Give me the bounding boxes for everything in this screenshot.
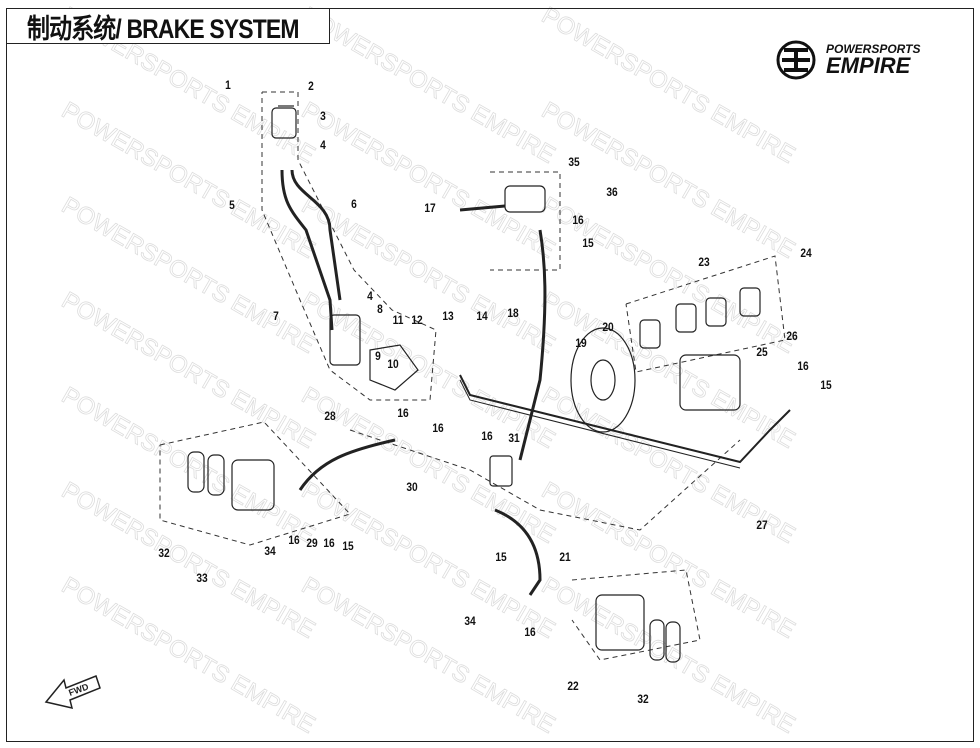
callout-31: 31	[508, 431, 520, 445]
callout-2: 2	[308, 79, 314, 93]
callout-30: 30	[406, 480, 418, 494]
front-master-cylinder	[329, 314, 361, 366]
callout-22: 22	[567, 679, 579, 693]
title-box: 制动系统/ BRAKE SYSTEM	[6, 8, 330, 44]
callout-36: 36	[606, 185, 618, 199]
callout-9: 9	[375, 349, 381, 363]
callout-32: 32	[158, 546, 170, 560]
reservoir	[271, 107, 297, 139]
callout-6: 6	[351, 197, 357, 211]
rear-master-group-outline	[490, 171, 561, 271]
callout-3: 3	[320, 109, 326, 123]
callout-1: 1	[225, 78, 231, 92]
rear-right-caliper-group-outline	[571, 569, 701, 661]
rear-brake-lever	[459, 204, 506, 212]
callout-33: 33	[196, 571, 208, 585]
callout-5: 5	[229, 198, 235, 212]
brake-line-long	[459, 374, 791, 464]
logo-line2: EMPIRE	[826, 53, 911, 78]
brake-pads-right	[649, 619, 681, 663]
callout-12: 12	[411, 313, 423, 327]
empire-emblem-icon	[776, 40, 816, 80]
hose-21	[494, 508, 542, 596]
callout-17: 17	[424, 201, 436, 215]
left-caliper-group-outline	[159, 421, 351, 546]
brake-lever-bracket	[369, 344, 419, 391]
callout-4: 4	[367, 289, 373, 303]
callout-19: 19	[575, 336, 587, 350]
callout-7: 7	[273, 309, 279, 323]
callout-28: 28	[324, 409, 336, 423]
junction-block	[489, 455, 513, 487]
brake-disc-hub	[590, 359, 616, 401]
callout-34: 34	[264, 544, 276, 558]
pads-group-outline	[625, 255, 786, 373]
callout-32: 32	[637, 692, 649, 706]
callout-34: 34	[464, 614, 476, 628]
callout-23: 23	[698, 255, 710, 269]
brake-pads-left	[187, 451, 225, 496]
callout-26: 26	[786, 329, 798, 343]
line-group-outline	[349, 429, 741, 531]
caliper-right-lower	[595, 594, 645, 651]
callout-29: 29	[306, 536, 318, 550]
callout-15: 15	[582, 236, 594, 250]
caliper-left	[231, 459, 275, 511]
hose-6	[290, 169, 342, 301]
hose-5	[280, 169, 334, 331]
brand-logo: POWERSPORTS EMPIRE	[772, 40, 920, 80]
callout-35: 35	[568, 155, 580, 169]
page-title: 制动系统/ BRAKE SYSTEM	[27, 13, 299, 44]
callout-16: 16	[323, 536, 335, 550]
callout-18: 18	[507, 306, 519, 320]
callout-25: 25	[756, 345, 768, 359]
logo-line1: POWERSPORTS	[826, 42, 921, 56]
brake-disc	[570, 327, 636, 433]
brake-line-long-lower	[459, 379, 741, 469]
callout-27: 27	[756, 518, 768, 532]
callout-15: 15	[495, 550, 507, 564]
callout-24: 24	[800, 246, 812, 260]
callout-21: 21	[559, 550, 571, 564]
callout-8: 8	[377, 302, 383, 316]
callout-16: 16	[432, 421, 444, 435]
hose-18	[518, 229, 547, 461]
callout-16: 16	[481, 429, 493, 443]
caliper-right-upper	[679, 354, 741, 411]
callout-16: 16	[572, 213, 584, 227]
callout-11: 11	[392, 313, 404, 327]
callout-16: 16	[288, 533, 300, 547]
rear-master-cylinder	[504, 185, 546, 213]
callout-4: 4	[320, 138, 326, 152]
diagram-frame	[6, 8, 974, 742]
callout-15: 15	[820, 378, 832, 392]
callout-20: 20	[602, 320, 614, 334]
callout-16: 16	[397, 406, 409, 420]
callout-10: 10	[387, 357, 399, 371]
callout-14: 14	[476, 309, 488, 323]
callout-16: 16	[797, 359, 809, 373]
front-master-group-outline	[261, 91, 437, 401]
forward-arrow-icon: FWD	[44, 675, 101, 710]
hose-left	[298, 438, 396, 491]
callout-15: 15	[342, 539, 354, 553]
callout-13: 13	[442, 309, 454, 323]
brake-pads-top	[639, 287, 761, 349]
callout-16: 16	[524, 625, 536, 639]
